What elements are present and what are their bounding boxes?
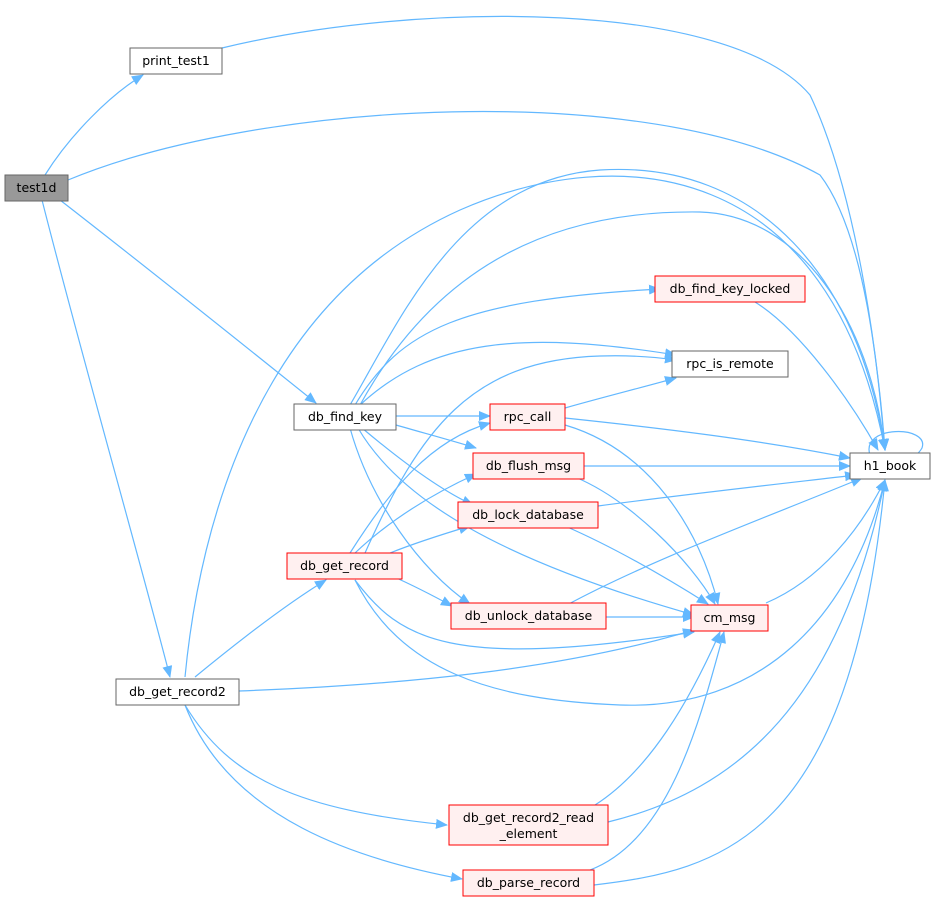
node-label-db_lock_database: db_lock_database: [472, 507, 584, 522]
node-label-db_get_record2: db_get_record2: [129, 684, 226, 699]
edge-db_get_record2-db_parse_record: [184, 704, 463, 882]
edge-db_find_key-db_unlock_database: [349, 427, 471, 605]
edge-db_find_key_locked-h1_book: [754, 301, 879, 451]
node-label-db_parse_record: db_parse_record: [477, 875, 580, 890]
edge-test1d-db_find_key: [59, 199, 317, 404]
node-db_find_key[interactable]: db_find_key: [293, 403, 397, 431]
node-label-db_find_key_locked: db_find_key_locked: [670, 281, 791, 296]
node-h1_book[interactable]: h1_book: [849, 452, 931, 480]
edge-db_find_key-h1_book-b: [359, 211, 889, 451]
edge-db_lock_database-cm_msg: [564, 525, 709, 605]
edge-db_find_key-db_find_key_locked: [354, 284, 661, 406]
edge-db_find_key-db_lock_database: [361, 427, 474, 506]
edge-db_get_record2-db_get_record2_read_element: [184, 704, 448, 829]
edge-test1d-print_test1: [44, 74, 144, 176]
node-db_parse_record[interactable]: db_parse_record: [462, 869, 595, 897]
node-label-cm_msg: cm_msg: [704, 610, 756, 625]
edge-db_parse_record-cm_msg: [589, 631, 726, 871]
node-label-rpc_is_remote: rpc_is_remote: [686, 356, 774, 371]
node-db_lock_database[interactable]: db_lock_database: [457, 501, 599, 529]
node-label-db_get_record2_read_element-line1: db_get_record2_read: [463, 810, 594, 825]
node-db_get_record2_read_element[interactable]: db_get_record2_read _element: [448, 804, 609, 846]
edge-db_find_key-db_flush_msg: [395, 424, 477, 450]
edge-db_parse_record-h1_book: [593, 479, 889, 886]
edge-db_get_record-rpc_is_remote: [364, 353, 677, 554]
node-label-db_find_key: db_find_key: [308, 409, 383, 424]
node-label-db_get_record2_read_element-line2: _element: [499, 826, 558, 841]
node-db_unlock_database[interactable]: db_unlock_database: [450, 602, 607, 630]
edges: [41, 15, 924, 886]
node-label-test1d: test1d: [17, 180, 57, 195]
edge-rpc_call-h1_book: [564, 417, 851, 461]
edge-db_get_record-db_lock_database: [389, 524, 471, 554]
edge-db_get_record-cm_msg: [354, 579, 695, 650]
node-label-rpc_call: rpc_call: [504, 409, 552, 424]
node-cm_msg[interactable]: cm_msg: [690, 604, 769, 632]
edge-db_get_record-rpc_call: [349, 421, 491, 554]
edge-db_get_record2-h1_book: [184, 175, 888, 678]
edge-db_get_record2_read_element-h1_book: [607, 479, 888, 823]
edge-db_find_key-rpc_is_remote: [359, 341, 677, 406]
node-db_get_record[interactable]: db_get_record: [286, 552, 403, 580]
edge-print_test1-h1_book: [221, 15, 890, 451]
edge-db_unlock_database-h1_book: [564, 477, 863, 607]
node-db_flush_msg[interactable]: db_flush_msg: [472, 452, 585, 480]
edge-db_lock_database-h1_book: [597, 471, 857, 507]
node-label-h1_book: h1_book: [864, 458, 917, 473]
node-rpc_call[interactable]: rpc_call: [489, 403, 566, 431]
edge-db_get_record2_read_element-cm_msg: [594, 631, 721, 806]
node-db_get_record2[interactable]: db_get_record2: [115, 678, 240, 706]
node-rpc_is_remote[interactable]: rpc_is_remote: [671, 350, 789, 378]
edge-db_get_record-h1_book: [354, 479, 888, 706]
node-label-db_get_record: db_get_record: [300, 558, 389, 573]
edge-db_get_record2-cm_msg: [238, 628, 695, 692]
edge-db_get_record-db_flush_msg: [354, 473, 477, 554]
edge-test1d-db_get_record2: [41, 199, 173, 678]
node-label-db_unlock_database: db_unlock_database: [465, 608, 593, 623]
edge-db_get_record-db_unlock_database: [391, 575, 453, 607]
edge-rpc_call-rpc_is_remote: [564, 376, 677, 409]
edge-db_get_record2-db_get_record: [194, 579, 327, 678]
node-test1d[interactable]: test1d: [4, 174, 69, 202]
node-label-db_flush_msg: db_flush_msg: [486, 458, 571, 473]
node-label-print_test1: print_test1: [142, 53, 210, 68]
edge-cm_msg-h1_book: [765, 479, 886, 604]
node-print_test1[interactable]: print_test1: [129, 47, 223, 75]
edge-rpc_call-cm_msg: [564, 424, 721, 605]
node-db_find_key_locked[interactable]: db_find_key_locked: [654, 275, 806, 303]
edge-db_flush_msg-cm_msg: [574, 476, 716, 605]
